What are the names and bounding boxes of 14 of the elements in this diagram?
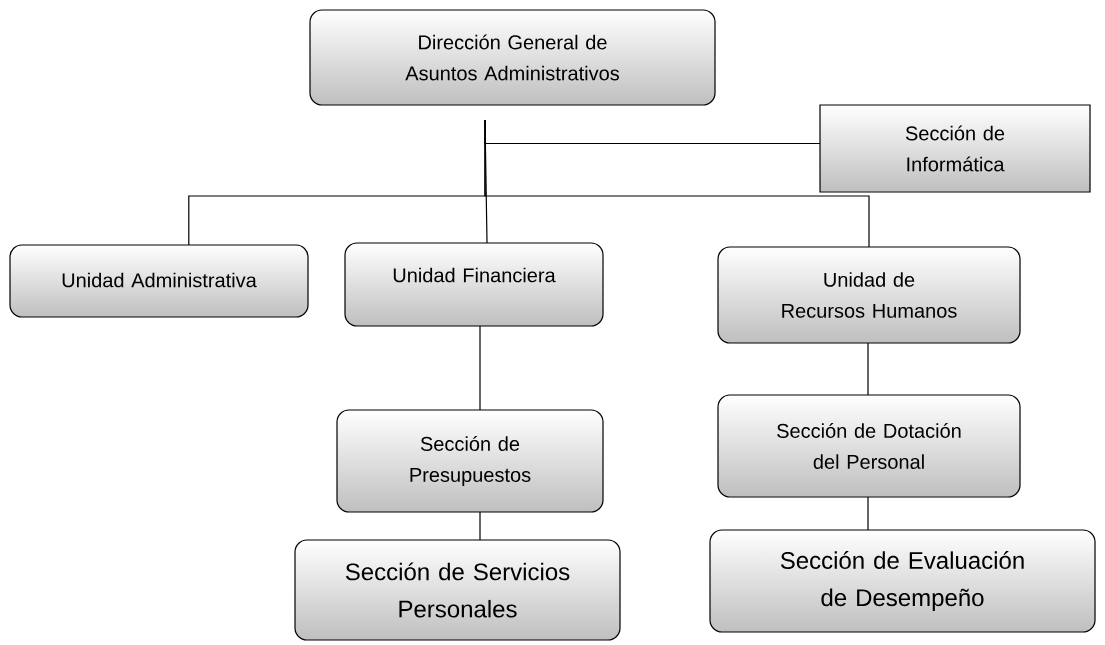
org-box: Unidad de Recursos Humanos [717, 246, 1021, 344]
connector-line [479, 511, 481, 541]
org-box: Sección de Servicios Personales [294, 539, 621, 641]
org-box: Sección de Evaluación de Desempeño [709, 529, 1096, 633]
org-box: Unidad Financiera [344, 242, 604, 327]
connector-line [867, 496, 869, 531]
org-box: Unidad Administrativa [9, 244, 309, 318]
org-box: Sección de Presupuestos [336, 409, 604, 513]
connector-line [479, 325, 481, 411]
connector-line [867, 342, 869, 396]
org-box: Dirección General de Asuntos Administrativos [309, 9, 716, 106]
org-box: Sección de Dotación del Personal [717, 394, 1021, 498]
connector-line [484, 119, 870, 248]
org-box: Sección de Informática [819, 104, 1091, 193]
